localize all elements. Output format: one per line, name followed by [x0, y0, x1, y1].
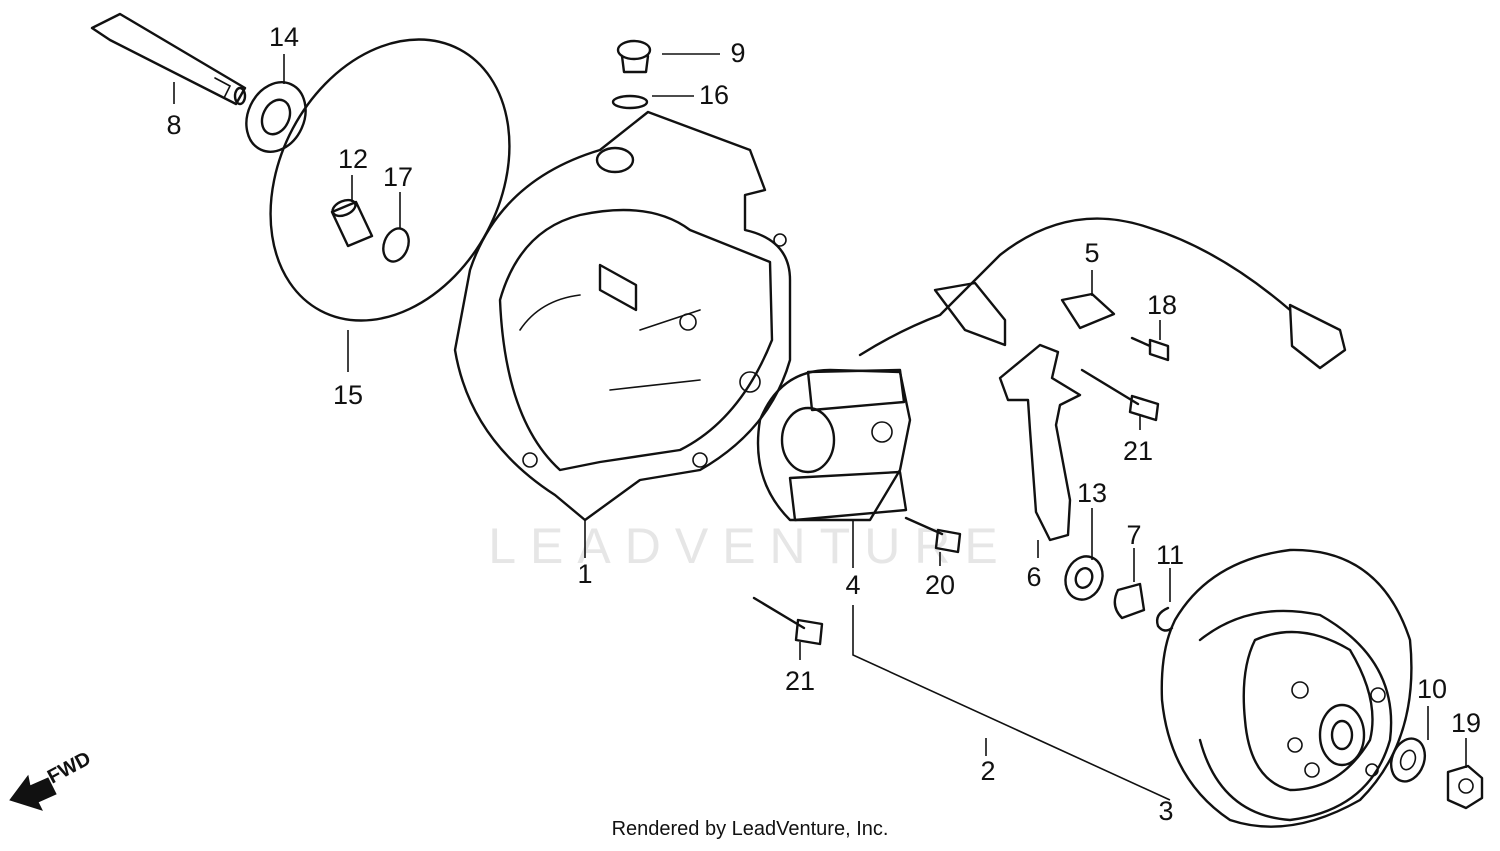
o-ring-part-17	[382, 227, 410, 263]
callout-10: 10	[1417, 674, 1447, 704]
callout-6: 6	[1026, 562, 1041, 592]
callout-17: 17	[383, 162, 413, 192]
callout-8: 8	[166, 110, 181, 140]
o-ring-part-16	[611, 94, 649, 110]
wiring-harness	[858, 217, 1347, 370]
clip-part-11	[1155, 606, 1174, 632]
callout-5: 5	[1084, 238, 1099, 268]
callout-12: 12	[338, 144, 368, 174]
clamp-plate-part-5	[1060, 292, 1116, 330]
collar-part-7	[1113, 582, 1146, 620]
collar-part-13	[1064, 555, 1104, 601]
callout-21-lower: 21	[785, 666, 815, 696]
callout-4: 4	[845, 570, 860, 600]
callout-21-upper: 21	[1123, 436, 1153, 466]
callout-15: 15	[333, 380, 363, 410]
watermark-text: LEADVENTURE	[488, 518, 1012, 574]
callout-11: 11	[1156, 540, 1184, 570]
callout-3: 3	[1158, 796, 1173, 826]
washer-part-10	[1389, 737, 1427, 783]
fwd-arrow-icon: FWD	[9, 748, 95, 811]
bolt-part-18	[1130, 336, 1170, 362]
nut-part-19	[1446, 764, 1484, 810]
callout-7: 7	[1126, 520, 1141, 550]
shaft-part-8	[90, 12, 247, 106]
bolt-part-21-lower	[752, 596, 824, 646]
callout-2: 2	[980, 756, 995, 786]
plug-part-9	[616, 39, 652, 74]
leader-lines	[173, 53, 1467, 801]
fwd-label: FWD	[44, 748, 95, 789]
bolt-part-21-upper	[1080, 368, 1160, 422]
bracket-part-6	[998, 343, 1082, 542]
callout-13: 13	[1077, 478, 1107, 508]
oil-seal-part-14	[245, 81, 307, 153]
callout-14: 14	[269, 22, 299, 52]
generator-cover-part-1	[453, 110, 792, 522]
flywheel-part-3	[1160, 548, 1413, 828]
callout-19: 19	[1451, 708, 1481, 738]
dowel-pin-part-12	[330, 198, 374, 248]
footer-credit: Rendered by LeadVenture, Inc.	[611, 818, 889, 840]
bolt-part-20	[904, 516, 962, 554]
callout-1: 1	[577, 559, 592, 589]
callout-18: 18	[1147, 290, 1177, 320]
callout-16: 16	[699, 80, 729, 110]
stator-part-4	[756, 368, 912, 522]
callout-20: 20	[925, 570, 955, 600]
callout-9: 9	[730, 38, 745, 68]
